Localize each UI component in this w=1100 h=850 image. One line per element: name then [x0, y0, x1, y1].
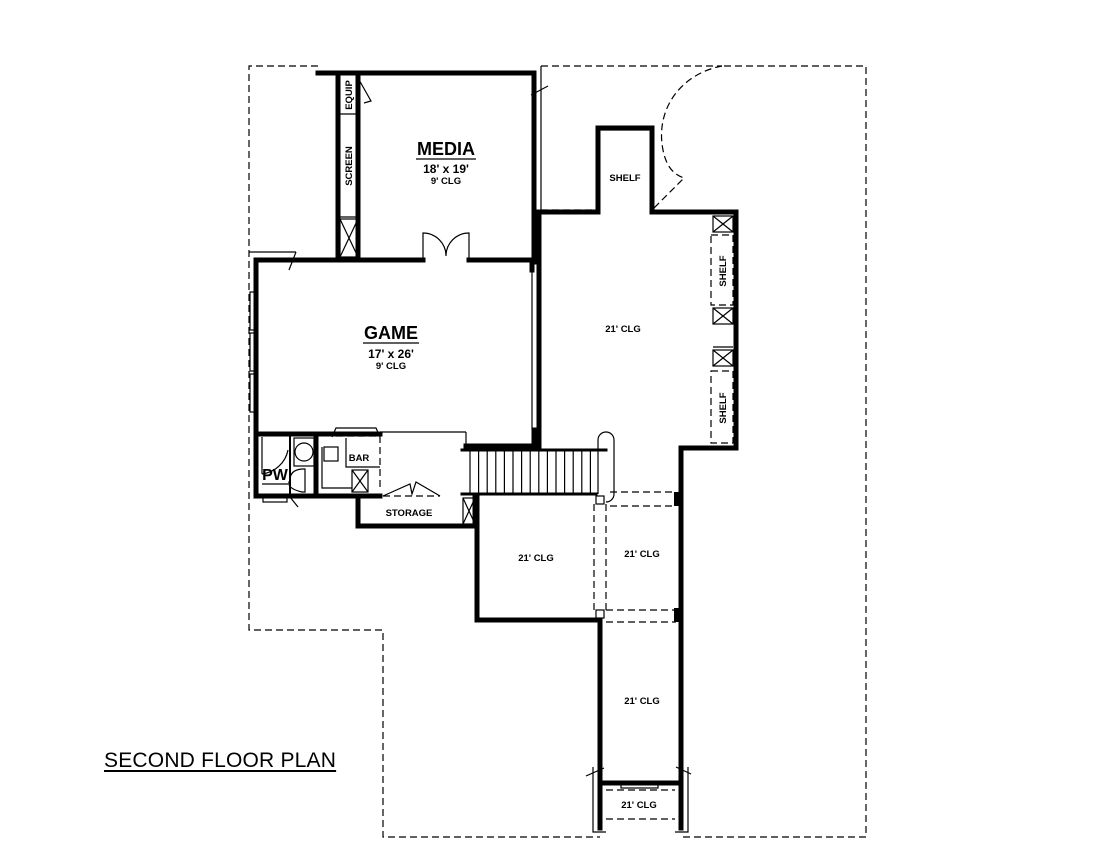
game-ceiling: 9' CLG [376, 361, 406, 372]
lower-right-ceiling: 21' CLG [624, 549, 660, 560]
equip-label: EQUIP [344, 80, 355, 110]
bar-label: BAR [349, 453, 370, 464]
media-room [315, 66, 549, 265]
corridor-ceiling: 21' CLG [624, 696, 660, 707]
room-labels: MEDIA 18' x 19' 9' CLG GAME 17' x 26' 9'… [262, 80, 729, 811]
media-size: 18' x 19' [423, 162, 469, 176]
stairs [460, 431, 615, 503]
game-size: 17' x 26' [368, 347, 414, 361]
entry-ceiling: 21' CLG [621, 800, 657, 811]
screen-label: SCREEN [344, 146, 355, 186]
shelf-right-upper-label: SHELF [718, 255, 729, 286]
powder-and-bar [253, 427, 466, 508]
plan-title: SECOND FLOOR PLAN [104, 749, 337, 772]
media-title: MEDIA [417, 139, 475, 159]
open-ceiling: 21' CLG [605, 324, 641, 335]
pw-label: PW [262, 467, 289, 484]
game-title: GAME [364, 323, 418, 343]
storage-label: STORAGE [386, 508, 433, 519]
lower-left-ceiling: 21' CLG [518, 553, 554, 564]
open-to-below [536, 125, 739, 803]
shelf-right-lower-label: SHELF [718, 392, 729, 423]
lower-bays [474, 491, 692, 833]
media-ceiling: 9' CLG [431, 176, 461, 187]
shelf-top-label: SHELF [609, 173, 640, 184]
